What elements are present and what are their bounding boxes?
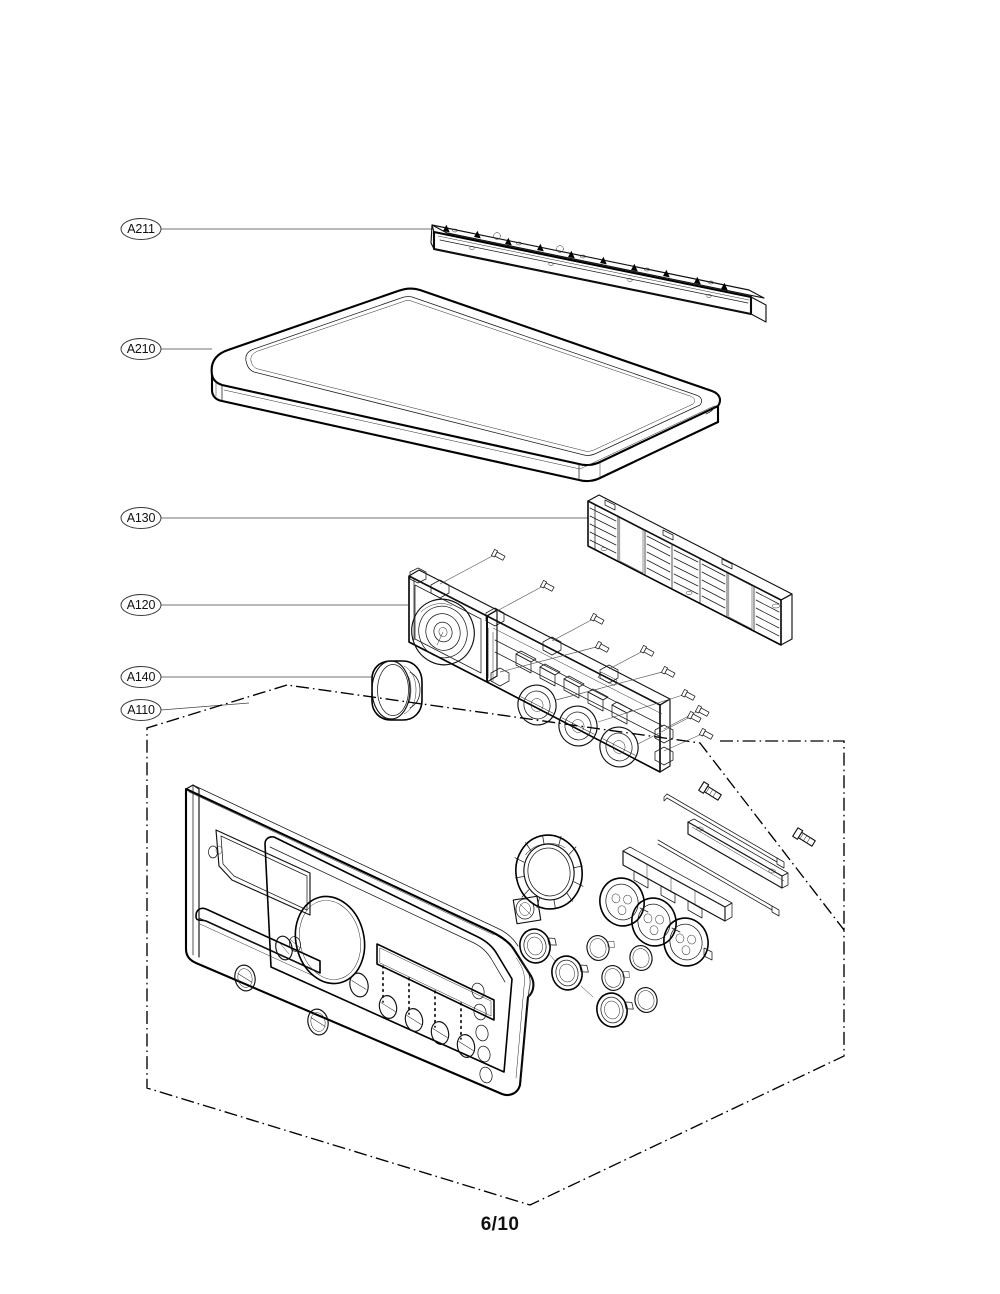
callout-a130-ellipse <box>120 507 162 529</box>
callout-a130-label: A130 <box>127 511 156 525</box>
part-a130-louvered-grille <box>587 494 793 646</box>
square-push-button <box>512 895 542 925</box>
aperture-left-small <box>275 935 293 961</box>
retainer-strip <box>687 818 789 889</box>
callout-a110-ellipse <box>120 699 162 721</box>
callout-a110-label: A110 <box>127 703 155 717</box>
indicator-led-slots <box>471 982 493 1084</box>
callout-a211[interactable]: A211 <box>120 218 162 240</box>
dial-bezel-ring <box>514 834 584 910</box>
button-bezel-rings <box>519 928 634 1028</box>
rotary-switch-bodies <box>599 877 713 967</box>
callout-a210-ellipse <box>120 338 162 360</box>
callout-a210[interactable]: A210 <box>120 338 162 360</box>
callout-a120[interactable]: A120 <box>120 594 162 616</box>
page-number: 6/10 <box>480 1214 520 1235</box>
rail-segments <box>634 857 720 906</box>
part-a110-control-panel-front <box>184 784 535 1097</box>
button-apertures <box>378 995 476 1058</box>
rotary-encoder-large <box>411 598 475 666</box>
callout-a120-ellipse <box>120 594 162 616</box>
a120-fastener-callouts <box>439 549 714 752</box>
mounting-screws <box>698 781 816 847</box>
display-to-button-leaders <box>382 965 462 1040</box>
round-button-caps <box>586 934 658 1014</box>
callout-a110[interactable]: A110 <box>120 699 162 721</box>
callout-a120-label: A120 <box>127 598 156 612</box>
callout-a211-ellipse <box>120 218 162 240</box>
callout-a140-ellipse <box>120 666 162 688</box>
board-rotary-switches <box>517 684 639 768</box>
grille-mount-lugs <box>600 499 781 609</box>
callout-leader-lines <box>160 228 588 711</box>
board-component-blocks <box>515 650 633 725</box>
callout-a140[interactable]: A140 <box>120 666 162 688</box>
grille-louvres <box>589 507 780 637</box>
long-tension-rods <box>657 793 785 917</box>
slide-rail-bracket <box>622 846 733 922</box>
callout-bubbles: A211 A210 A130 A120 A140 A110 <box>120 218 162 721</box>
callout-a140-label: A140 <box>127 670 156 684</box>
callout-a210-label: A210 <box>127 342 156 356</box>
a110-detail-hardware <box>512 781 816 1028</box>
part-a120-control-board <box>408 567 674 773</box>
a120-screws <box>491 549 714 740</box>
grille-dividers <box>617 515 755 632</box>
rail-web-holes <box>469 232 712 298</box>
leader-a110 <box>160 702 250 711</box>
lower-apertures <box>234 964 369 1036</box>
rail-pilot-holes <box>452 228 714 285</box>
bezel-teeth <box>514 835 584 909</box>
part-a210-top-plate <box>210 287 722 483</box>
a110-assembly-envelope <box>146 684 845 1206</box>
dispenser-drawer-recess <box>195 829 321 979</box>
callout-a211-label: A211 <box>127 222 155 236</box>
display-window <box>376 943 495 1021</box>
rail-clip-tabs <box>443 224 728 291</box>
board-mounting-bosses <box>409 567 674 766</box>
part-a140-knob <box>371 660 423 721</box>
callout-a130[interactable]: A130 <box>120 507 162 529</box>
knob-aperture <box>289 895 366 985</box>
part-a211-mounting-rail <box>430 224 767 323</box>
